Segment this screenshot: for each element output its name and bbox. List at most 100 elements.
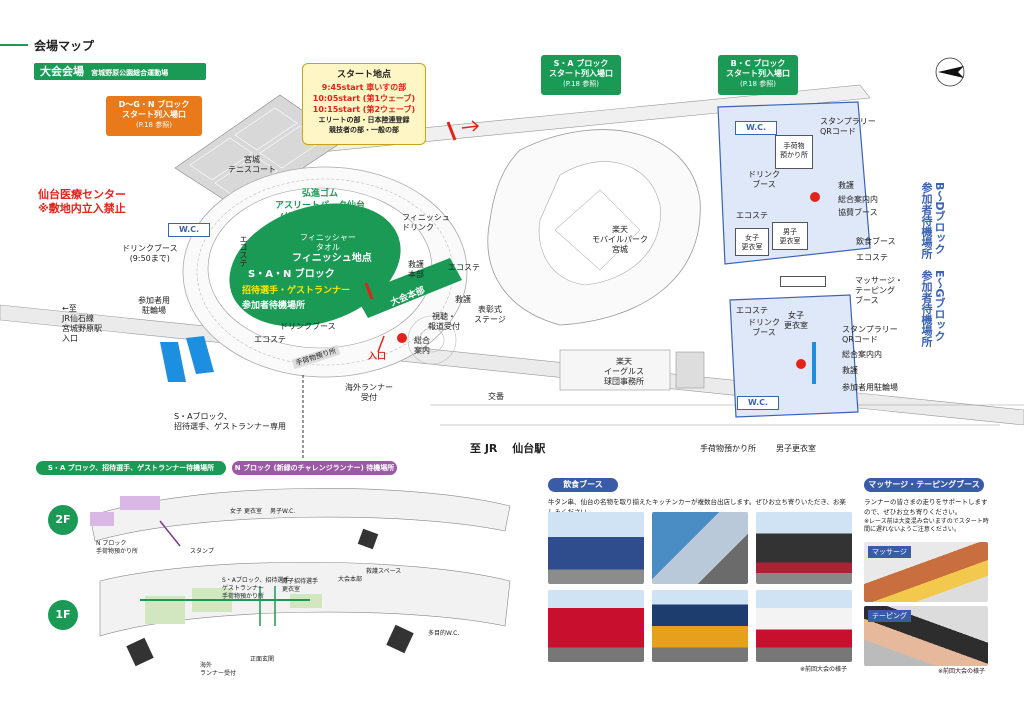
label-entrance: 入口 (368, 352, 387, 362)
inset-label-sa-baggage: S・Aブロック、招待選手、ゲストランナー手荷物預かり所 (222, 577, 296, 600)
label-eco-1: エコステ (239, 235, 248, 267)
right-mens-1: 男子更衣室 (772, 222, 808, 250)
label-relief-hq: 救護本部 (408, 260, 424, 279)
right-drink-1: ドリンクブース (748, 170, 780, 189)
callout-dgn: D～G・N ブロック スタート列入場口 (P.18 参照) (106, 96, 202, 136)
callout-sa: S・A ブロック スタート列入場口 (P.18 参照) (541, 55, 621, 95)
eg-waiting-vertical: E～Gブロック参加者待機場所 (920, 270, 946, 347)
label-eagles: 楽天イーグルス球団事務所 (604, 357, 644, 386)
label-finisher-towel: フィニッシャータオル (300, 233, 356, 252)
callout-bc-line1: B・C ブロック (730, 59, 786, 68)
label-drink-booth2: ドリンクブース (280, 322, 336, 331)
label-parking: 参加者用駐輪場 (138, 296, 170, 315)
header-rule (0, 44, 28, 46)
wc-right-top: W.C. (735, 121, 777, 135)
food-panel-title: 飲食ブース (548, 478, 618, 492)
label-tennis: 宮城テニスコート (228, 155, 276, 174)
hospital-name: 仙台医療センター (38, 188, 126, 201)
page-title: 会場マップ (34, 39, 95, 53)
floor-2f-badge: 2F (48, 505, 78, 535)
start-line-3: 10:15start (第2ウェーブ) (312, 105, 416, 114)
right-first-aid-1: 救護 (838, 181, 854, 190)
callout-sa-line3: (P.18 参照) (563, 80, 599, 88)
venue-badge: 大会会場 宮城野原公園総合運動場 (34, 63, 206, 80)
callout-bc-line3: (P.18 参照) (740, 80, 776, 88)
right-info-2: 総合案内内 (842, 350, 882, 359)
inset-label-foreign: 海外ランナー受付 (200, 662, 237, 677)
label-rakuten-park: 楽天モバイルパーク宮城 (592, 225, 648, 254)
start-info-box: スタート地点 9:45start 車いすの部 10:05start (第1ウェー… (302, 63, 426, 145)
inset-n-title: N ブロック (新緑のチャレンジランナー) 待機場所 (232, 461, 397, 475)
callout-dgn-line1: D～G・N ブロック (118, 100, 190, 109)
callout-dgn-line2: スタート列入場口 (122, 110, 186, 119)
food-photo-2 (652, 512, 748, 584)
callout-dgn-line3: (P.18 参照) (136, 121, 172, 129)
label-foreign: 海外ランナー受付 (345, 383, 393, 402)
venue-map (0, 57, 1024, 460)
label-viewing: 視聴・報道受付 (428, 312, 460, 331)
right-massage-box (780, 276, 826, 287)
callout-bc-line2: スタート列入場口 (726, 69, 790, 78)
massage-tag-2: テーピング (868, 610, 911, 622)
floor-1f-badge: 1F (48, 600, 78, 630)
label-jr-sendai: 至 JR 仙台駅 (470, 442, 546, 455)
label-finish-point: フィニッシュ地点 (292, 253, 372, 264)
right-drink-2: ドリンクブース (748, 318, 780, 337)
right-bottom-mens: 男子更衣室 (776, 444, 816, 453)
label-awards: 表彰式ステージ (474, 305, 506, 324)
food-photo-5 (652, 590, 748, 662)
inset-sa-title: S・A ブロック、招待選手、ゲストランナー待機場所 (36, 461, 226, 475)
label-waiting: 参加者待機場所 (242, 301, 306, 311)
massage-panel-text: ランナーの皆さまの走りをサポートしますので、ぜひお立ち寄りください。 (864, 498, 988, 516)
right-massage: マッサージ・テーピングブース (855, 276, 903, 305)
inset-floor-plan (89, 488, 511, 667)
right-food: 飲食ブース (856, 237, 896, 246)
label-san-block: S・A・N ブロック (248, 269, 335, 280)
massage-tag-1: マッサージ (868, 546, 911, 558)
start-line-5: 競技者の部・一般の部 (329, 126, 399, 134)
wc-right-bottom: W.C. (737, 396, 779, 410)
food-panel-note: ※前回大会の様子 (800, 666, 848, 673)
food-photo-3 (756, 512, 852, 584)
label-first-aid: 救護 (455, 295, 471, 304)
label-drink-booth: ドリンクブース(9:50まで) (122, 244, 178, 263)
label-finish-drink: フィニッシュドリンク (402, 213, 450, 232)
food-photo-6 (756, 590, 852, 662)
start-line-2: 10:05start (第1ウェーブ) (312, 94, 416, 103)
label-guest: 招待選手・ゲストランナー (242, 286, 351, 296)
label-koban: 交番 (488, 392, 504, 401)
callout-sa-line1: S・A ブロック (553, 59, 609, 68)
right-first-aid-2: 救護 (842, 366, 858, 375)
right-info-1: 総合案内内 (838, 195, 878, 204)
label-athletic-park: 弘進ゴムアスリートパーク仙台(仙台市陸上競技場) (275, 189, 366, 223)
callout-bc: B・C ブロック スタート列入場口 (P.18 参照) (718, 55, 798, 95)
massage-panel-title: マッサージ・テーピングブース (864, 478, 984, 492)
food-photo-1 (548, 512, 644, 584)
hospital-note: 仙台医療センター ※敷地内立入禁止 (38, 188, 126, 216)
start-line-4: エリートの部・日本陸連登録 (318, 116, 410, 124)
venue-label: 大会会場 (40, 65, 84, 78)
inset-label-multi-wc: 多目的W.C. (428, 630, 460, 637)
inset-label-mens-2f: 男子W.C. (270, 508, 296, 515)
right-sponsor: 協賛ブース (838, 208, 878, 217)
right-bottom-bag: 手荷物預かり所 (700, 444, 756, 453)
inset-label-stamp: スタンプ (190, 548, 214, 555)
food-photo-4 (548, 590, 644, 662)
massage-panel-note2: ※レース前は大変混み合いますのでスタート時間に遅れないようご注意ください。 (864, 518, 989, 533)
label-sa-note: S・Aブロック、招待選手、ゲストランナー専用 (174, 412, 286, 431)
start-line-1: 9:45start 車いすの部 (321, 83, 407, 92)
inset-label-hq: 大会本部 (338, 576, 363, 583)
inset-label-mens-guest: 男子招待選手更衣室 (282, 578, 319, 593)
inset-label-n-baggage: N ブロック手荷物預かり所 (96, 540, 139, 555)
right-womens-2: 女子更衣室 (784, 311, 808, 330)
inset-label-womens-2f: 女子 更衣室 (230, 508, 262, 515)
right-bike: 参加者用駐輪場 (842, 383, 898, 392)
right-baggage-box: 手荷物預かり所 (775, 135, 813, 169)
callout-sa-line2: スタート列入場口 (549, 69, 613, 78)
right-womens-1: 女子更衣室 (735, 228, 769, 256)
inset-label-relief: 救護スペース (366, 568, 402, 575)
wc-1: W.C. (168, 223, 210, 237)
